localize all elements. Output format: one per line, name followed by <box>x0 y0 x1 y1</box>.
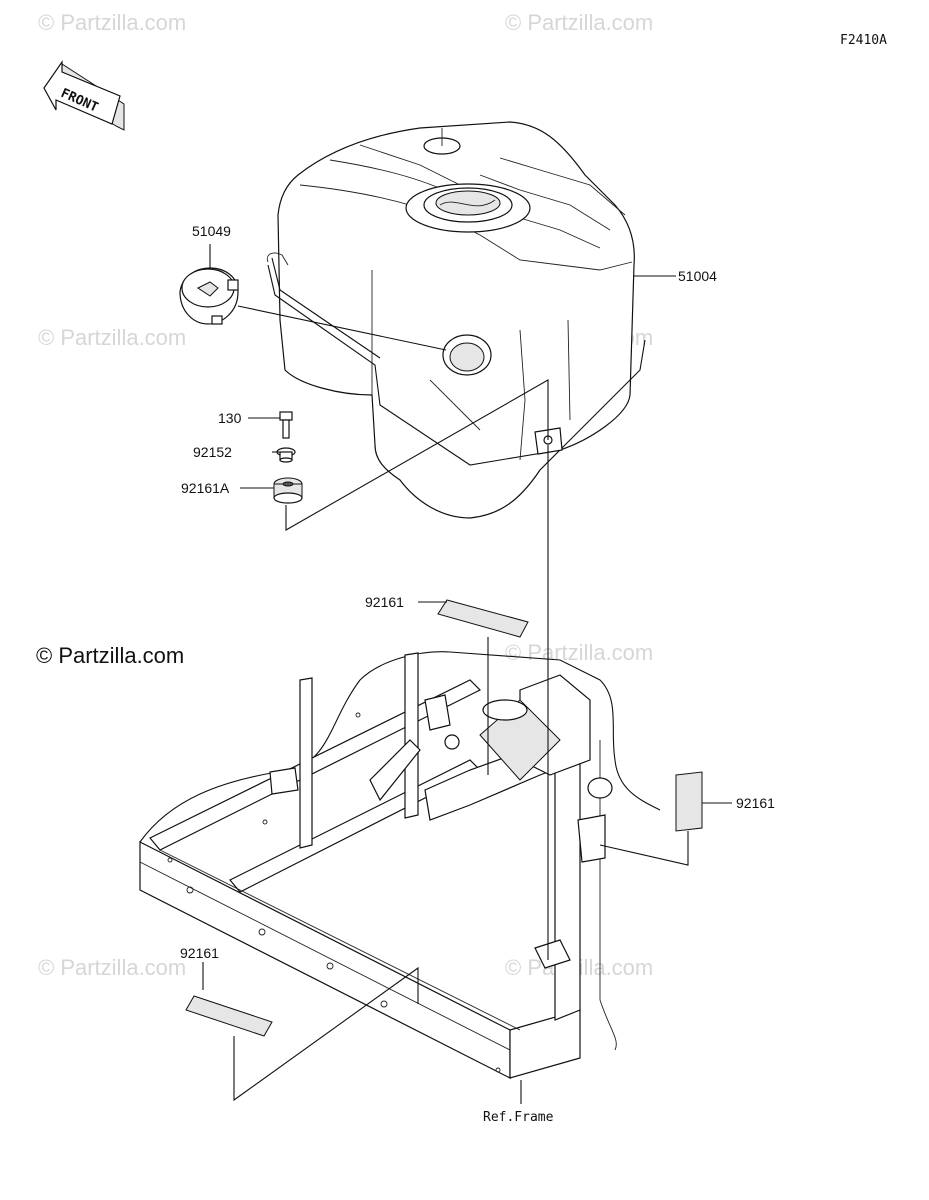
damper-rubber <box>273 477 303 504</box>
rubber-pad-right <box>675 771 703 832</box>
ref-frame-label: Ref.Frame <box>483 1110 554 1125</box>
figure-id: F2410A <box>840 33 887 48</box>
part-label-pad-left: 92161 <box>180 945 219 961</box>
part-label-fuel-tank: 51004 <box>678 268 717 284</box>
rubber-pad-top <box>437 599 529 638</box>
rubber-pad-left <box>185 995 273 1037</box>
leader-lines <box>202 244 732 1104</box>
part-label-pad-top: 92161 <box>365 594 404 610</box>
part-label-damper: 92161A <box>181 480 230 496</box>
collar <box>276 447 296 463</box>
bolt <box>279 411 293 439</box>
part-label-collar: 92152 <box>193 444 232 460</box>
reference-frame <box>139 651 661 1079</box>
part-label-bolt: 130 <box>218 410 242 426</box>
fuel-tank <box>266 121 646 519</box>
watermark: © Partzilla.com <box>38 10 186 35</box>
copyright-text: © Partzilla.com <box>36 643 184 668</box>
part-label-fuel-cap: 51049 <box>192 223 231 239</box>
watermark: © Partzilla.com <box>38 325 186 350</box>
front-arrow-icon: FRONT <box>43 60 125 131</box>
watermark: © Partzilla.com <box>38 955 186 980</box>
watermark: © Partzilla.com <box>505 10 653 35</box>
watermark: © Partzilla.com <box>505 640 653 665</box>
fuel-cap <box>179 267 239 325</box>
part-label-pad-right: 92161 <box>736 795 775 811</box>
